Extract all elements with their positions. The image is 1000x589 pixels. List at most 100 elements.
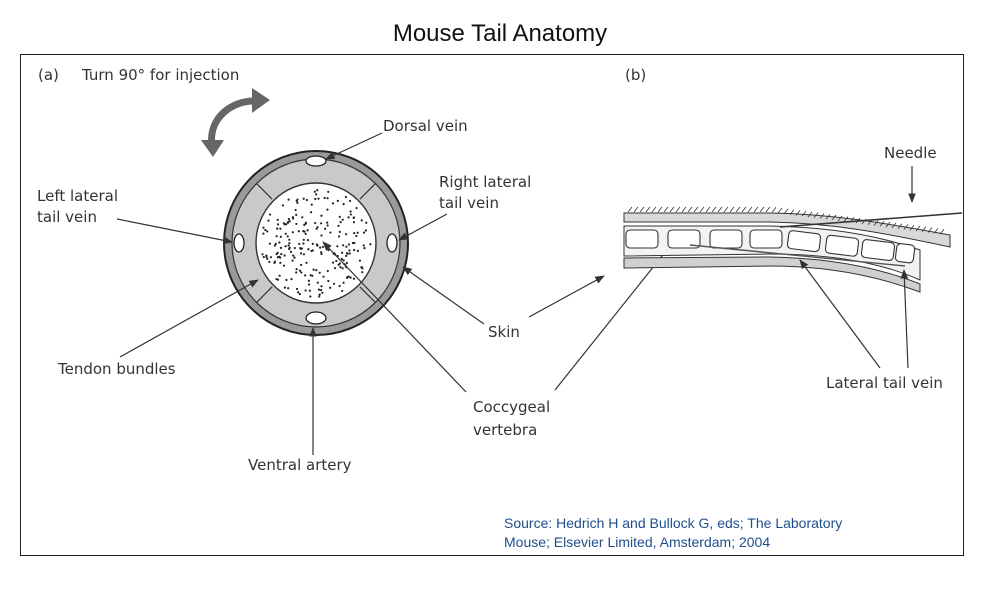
stipple-dot: [329, 286, 332, 289]
leader-skin-a: [402, 266, 485, 325]
right-lateral-vein-shape: [386, 233, 398, 253]
stipple-dot: [352, 221, 356, 224]
stipple-dot: [361, 271, 364, 274]
stipple-dot: [316, 226, 319, 229]
stipple-dot: [315, 193, 318, 196]
stipple-dot: [274, 242, 277, 245]
stipple-dot: [319, 246, 322, 249]
upper-skin-band: [623, 212, 951, 248]
stipple-dot: [298, 269, 302, 272]
figure-frame: [20, 54, 964, 556]
stipple-dot: [316, 244, 319, 247]
stipple-dot: [349, 213, 352, 216]
stipple-dot: [302, 230, 305, 233]
leader-lateral-vein-1: [799, 259, 881, 369]
leader-tendon-bundles: [119, 279, 259, 358]
label-right-lateral-2: tail vein: [439, 194, 499, 212]
leader-right-lateral: [398, 213, 448, 241]
stipple-dot: [310, 249, 313, 253]
stipple-dot: [275, 235, 278, 238]
stipple-dot: [342, 259, 345, 262]
tendon-divider: [256, 183, 273, 200]
stipple-dot: [369, 243, 372, 246]
stipple-dot: [295, 268, 298, 271]
stipple-dot: [324, 227, 327, 230]
stipple-dot: [295, 213, 298, 216]
left-lateral-vein-shape: [233, 233, 245, 253]
skin-hatch: [633, 206, 639, 213]
stipple-dot: [276, 227, 279, 230]
stipple-dot: [360, 265, 363, 269]
stipple-dot: [307, 283, 311, 286]
stipple-dot: [269, 256, 273, 259]
skin-hatch: [933, 228, 939, 234]
skin-hatch: [783, 208, 789, 215]
skin-hatch: [645, 206, 651, 213]
skin-hatch: [681, 206, 687, 213]
leader-lateral-vein-2: [900, 269, 909, 369]
stipple-dot: [321, 291, 324, 294]
skin-hatch: [747, 206, 753, 213]
vertebra-block: [709, 229, 743, 249]
stipple-dot: [364, 229, 367, 232]
stipple-dot: [339, 221, 342, 224]
stipple-dot: [279, 256, 282, 259]
rotate-note: Turn 90° for injection: [81, 66, 239, 84]
skin-hatch: [777, 207, 783, 214]
skin-hatch: [687, 206, 693, 213]
leader-skin-b: [528, 275, 605, 318]
leader-dorsal-vein: [325, 132, 383, 160]
stipple-dot: [345, 261, 348, 265]
stipple-dot: [295, 199, 298, 203]
stipple-dot: [318, 295, 321, 298]
stipple-dot: [304, 274, 307, 277]
stipple-dot: [341, 267, 344, 270]
rotation-arrowhead-bottom: [201, 140, 224, 157]
stipple-dot: [291, 259, 294, 262]
stipple-dot: [282, 264, 286, 267]
stipple-dot: [352, 216, 356, 219]
stipple-dot: [282, 222, 285, 225]
stipple-dot: [280, 253, 283, 256]
lateral-vein-shape: [689, 244, 906, 267]
stipple-dot: [279, 227, 282, 230]
stipple-dot: [338, 230, 341, 233]
skin-hatching: [627, 206, 945, 235]
stipple-dot: [293, 256, 296, 259]
stipple-dot: [362, 231, 366, 234]
stipple-dot: [320, 222, 323, 225]
stipple-dot: [268, 242, 271, 245]
stipple-dot: [298, 292, 301, 296]
stipple-dot: [345, 233, 348, 236]
stipple-dot: [297, 230, 300, 233]
skin-hatch: [699, 206, 705, 213]
stipple-dot: [348, 252, 351, 255]
stipple-dot: [304, 221, 308, 224]
stipple-dot: [317, 288, 321, 291]
stipple-dot: [338, 215, 341, 218]
stipple-dot: [288, 220, 291, 223]
vertebra-block: [667, 229, 701, 249]
stipple-dot: [341, 289, 344, 293]
stipple-dot: [302, 253, 306, 256]
stipple-dot: [296, 201, 299, 204]
stipple-dot: [326, 224, 329, 227]
skin-hatch: [939, 228, 945, 235]
stipple-dot: [320, 285, 323, 288]
stipple-dot: [320, 251, 323, 254]
label-ventral-artery: Ventral artery: [248, 456, 352, 474]
stipple-dot: [338, 262, 342, 265]
skin-hatch: [675, 206, 681, 213]
stipple-dot: [287, 217, 291, 221]
stipple-dot: [307, 279, 311, 282]
stipple-dot: [346, 276, 349, 279]
ventral-artery-shape: [305, 311, 327, 325]
skin-hatch: [753, 206, 759, 213]
stipple-dot: [326, 208, 329, 211]
stipple-dot: [287, 287, 290, 290]
stipple-dot: [276, 278, 280, 281]
stipple-dot: [265, 254, 268, 257]
skin-hatch: [807, 211, 813, 218]
skin-hatch: [651, 206, 657, 213]
stipple-dot: [332, 282, 336, 285]
